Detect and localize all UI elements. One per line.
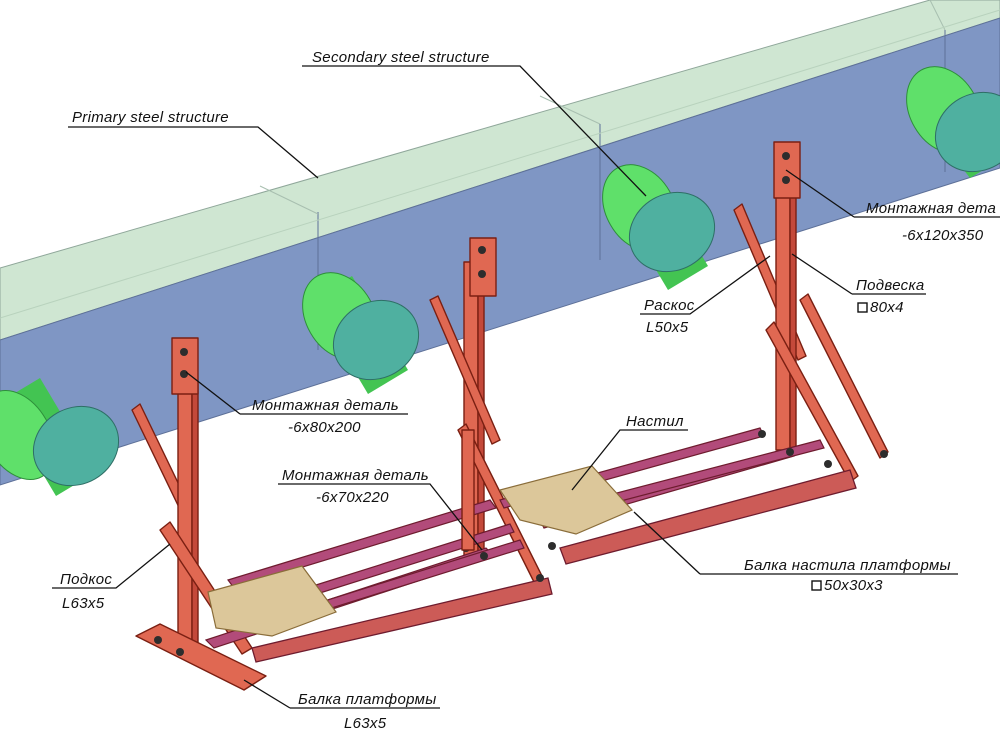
hanger-post (177, 379, 193, 651)
platform-beam (559, 469, 857, 565)
label-hanger: Подвеска 80х4 (856, 277, 925, 316)
beam-joint-line (259, 185, 319, 215)
pipe-4 (906, 66, 1000, 178)
label-secondary: Secondary steel structure (312, 49, 490, 66)
hanger-title: Подвеска (856, 277, 925, 294)
mount-detail-2-title: Монтажная деталь (282, 467, 429, 484)
label-primary-text: Primary steel structure (72, 109, 229, 126)
primary-beam-side-face (0, 17, 1000, 486)
deck-beam-size: 50х30х3 (824, 577, 883, 594)
beam-joint-line (929, 0, 946, 31)
label-deck-beam: Балка настила платформы 50х30х3 (744, 557, 951, 594)
beam-top-stripe (0, 9, 1000, 319)
label-primary: Primary steel structure (72, 109, 229, 126)
platform-beam (251, 577, 553, 663)
hanger-post-side (191, 383, 199, 647)
strut (765, 321, 859, 483)
label-mount-detail-3: Монтажная дета -6х120х350 (866, 200, 996, 244)
square-tube-icon (811, 580, 822, 591)
platform-beam-size: L63x5 (344, 715, 387, 732)
pipe-3 (602, 164, 716, 290)
brace-size: L50x5 (646, 319, 689, 336)
hanger-size: 80х4 (870, 299, 904, 316)
strut (799, 293, 889, 459)
leader-lines (52, 65, 1000, 709)
label-deck: Настил (626, 413, 684, 430)
brace-title: Раскос (644, 297, 695, 314)
deck-plate (207, 565, 337, 637)
label-strut: Подкос L63x5 (60, 571, 112, 612)
pipe-2 (302, 272, 420, 394)
label-platform-beam: Балка платформы L63x5 (298, 691, 437, 732)
square-tube-icon (857, 302, 868, 313)
mount-plate (773, 141, 801, 199)
label-mount-detail-2: Монтажная деталь -6х70х220 (282, 467, 429, 506)
deck-beam-title: Балка настила платформы (744, 557, 951, 574)
strut-size: L63x5 (62, 595, 105, 612)
mount-detail-1-size: -6х80х200 (288, 419, 361, 436)
mount-detail-3-size: -6х120х350 (902, 227, 984, 244)
label-brace: Раскос L50x5 (644, 297, 695, 336)
hanger-post (775, 189, 791, 451)
platform-1 (131, 237, 553, 691)
base-angle (135, 623, 267, 691)
platform-2 (461, 141, 889, 565)
strut-title: Подкос (60, 571, 112, 588)
beam-joint-line (539, 95, 601, 125)
primary-steel-beam (0, 0, 1000, 486)
mount-plate (171, 337, 199, 395)
mount-detail-2-size: -6х70х220 (316, 489, 389, 506)
deck-title: Настил (626, 413, 684, 430)
deck-plate (499, 465, 634, 535)
mount-detail-3-title: Монтажная дета (866, 200, 996, 217)
mount-detail-1-title: Монтажная деталь (252, 397, 399, 414)
platform-beam-title: Балка платформы (298, 691, 437, 708)
label-secondary-text: Secondary steel structure (312, 49, 490, 66)
label-mount-detail-1: Монтажная деталь -6х80х200 (252, 397, 399, 436)
primary-beam-top-face (0, 0, 1000, 341)
pipe-1 (0, 378, 120, 496)
